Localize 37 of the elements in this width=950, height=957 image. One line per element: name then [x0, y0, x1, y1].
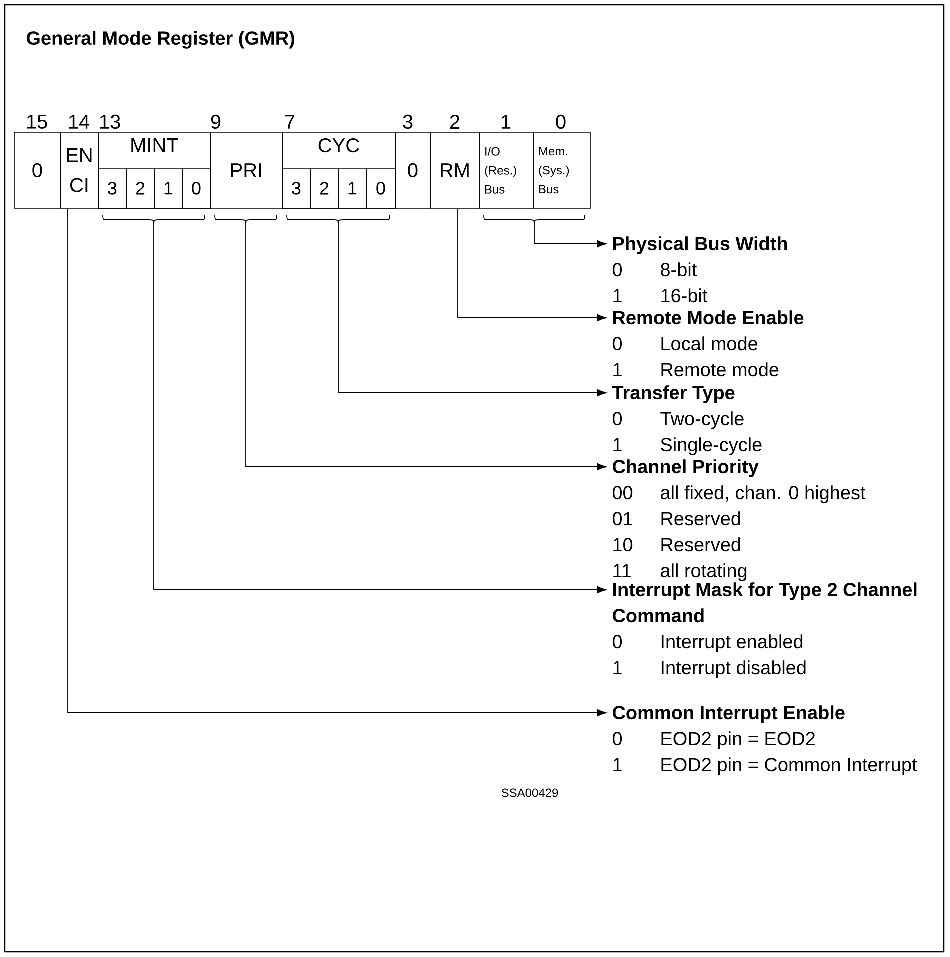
title: General Mode Register (GMR): [26, 31, 294, 49]
field-description: Physical Bus Width 0 8-bit 1 16-bit: [612, 236, 788, 303]
bit-number: 2: [450, 115, 460, 129]
register-field: EN CI: [60, 132, 99, 209]
bit-cell: 0: [182, 168, 211, 209]
bit-cell: 1: [338, 168, 367, 209]
register-field: Mem. (Sys.) Bus: [533, 132, 591, 209]
bit-number: 13: [100, 114, 120, 130]
bit-cell: 3: [282, 168, 311, 209]
field-description: Channel Priority 00 all fixed, chan. 0 highest 01 Reserved 10 Reserved 11 all rotating: [612, 460, 866, 582]
field-description: Common Interrupt Enable 0 EOD2 pin = EOD2 1 EOD2 pin = Common Interrupt: [612, 706, 918, 776]
bit-number: 15: [27, 115, 48, 129]
bit-number: 1: [502, 115, 511, 129]
bit-cell: 3: [98, 168, 127, 209]
bit-cell: 2: [310, 168, 339, 209]
bit-number: 7: [285, 115, 295, 129]
arrow: [286, 214, 607, 397]
field-description: Interrupt Mask for Type 2 Channel Command 0 Interrupt enabled 1 Interrupt disabled: [612, 582, 917, 678]
bit-number: 9: [211, 114, 221, 130]
bit-cell: 0: [366, 168, 396, 209]
arrow: [68, 208, 607, 717]
figure-id: SSA00429: [502, 788, 558, 798]
arrow: [214, 214, 607, 471]
register-field: 0: [395, 132, 431, 209]
field-description: Transfer Type 0 Two-cycle 1 Single-cycle: [612, 386, 762, 456]
field-description: Remote Mode Enable 0 Local mode 1 Remote mode: [612, 310, 804, 377]
register-field: 0: [14, 132, 61, 209]
bit-cell: 2: [126, 168, 155, 209]
arrow: [102, 214, 607, 594]
register-field: RM: [430, 132, 480, 209]
bit-cell: 1: [154, 168, 183, 209]
bit-number: 0: [556, 114, 566, 130]
bit-number: 14: [69, 115, 90, 129]
bit-number: 3: [403, 114, 413, 130]
register-field: PRI: [210, 132, 283, 209]
register-field: I/O (Res.) Bus: [479, 132, 534, 209]
arrow: [458, 208, 607, 322]
